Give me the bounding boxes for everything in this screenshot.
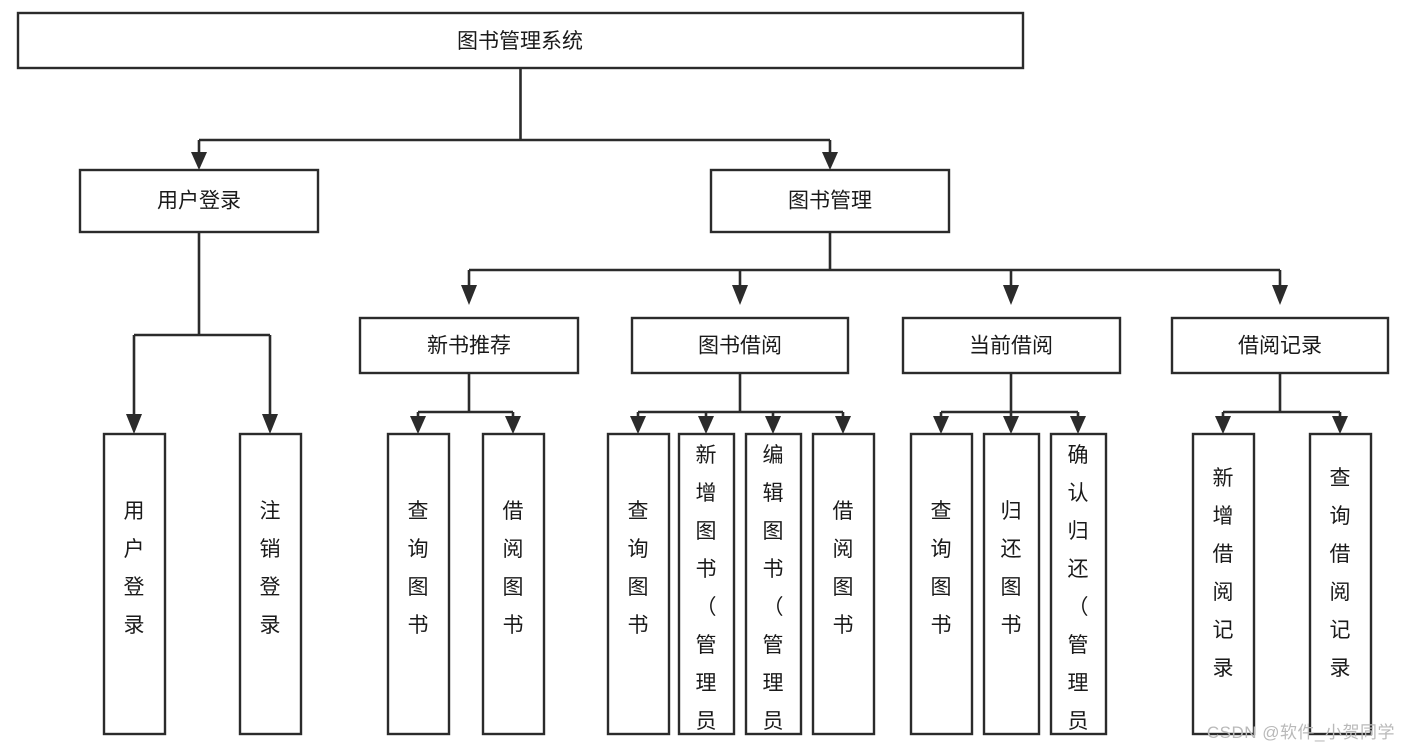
node-leaf-user-login-label: 用户登录 <box>124 500 145 637</box>
node-leaf-query-book-3-box[interactable] <box>909 432 974 736</box>
arrow-head-leaf-query-record <box>1332 416 1348 434</box>
node-new-book-recommend-label: 新书推荐 <box>427 335 511 358</box>
node-leaf-query-book-1[interactable]: 查询图书 <box>386 432 451 736</box>
node-leaf-user-logout[interactable]: 注销登录 <box>238 432 303 736</box>
node-leaf-confirm-return-label: 确认归还（管理员） <box>1068 444 1089 747</box>
node-leaf-add-book-box[interactable] <box>677 432 736 736</box>
node-leaf-confirm-return-box[interactable] <box>1049 432 1108 736</box>
node-leaf-edit-book[interactable]: 编辑图书（管理员） <box>744 432 803 747</box>
node-current-borrow-box[interactable] <box>901 316 1122 375</box>
node-user-login[interactable]: 用户登录 <box>78 168 320 234</box>
node-leaf-user-login-box[interactable] <box>102 432 167 736</box>
arrow-head-current-borrow <box>1003 285 1019 305</box>
arrow-head-leaf-user-logout <box>262 414 278 434</box>
node-leaf-query-record-label: 查询借阅记录 <box>1330 467 1351 680</box>
node-user-login-box[interactable] <box>78 168 320 234</box>
arrow-head-leaf-query-book-1 <box>410 416 426 434</box>
watermark-label: CSDN @软件_小贺同学 <box>1206 723 1395 742</box>
node-leaf-borrow-book-2-box[interactable] <box>811 432 876 736</box>
node-leaf-add-record-box[interactable] <box>1191 432 1256 736</box>
arrow-head-book-manage <box>822 152 838 170</box>
node-leaf-confirm-return[interactable]: 确认归还（管理员） <box>1049 432 1108 747</box>
node-leaf-query-book-2-box[interactable] <box>606 432 671 736</box>
node-leaf-query-book-2[interactable]: 查询图书 <box>606 432 671 736</box>
arrow-head-user-login <box>191 152 207 170</box>
arrow-head-new-book-recommend <box>461 285 477 305</box>
node-leaf-query-book-1-box[interactable] <box>386 432 451 736</box>
node-leaf-borrow-book-1-box[interactable] <box>481 432 546 736</box>
node-book-manage-box[interactable] <box>709 168 951 234</box>
arrow-head-leaf-query-book-3 <box>933 416 949 434</box>
node-leaf-add-record[interactable]: 新增借阅记录 <box>1191 432 1256 736</box>
node-book-manage-label: 图书管理 <box>788 190 872 213</box>
node-leaf-return-book-box[interactable] <box>982 432 1041 736</box>
node-leaf-borrow-book-2[interactable]: 借阅图书 <box>811 432 876 736</box>
node-leaf-query-book-3-label: 查询图书 <box>931 500 952 637</box>
node-leaf-add-book-label: 新增图书（管理员） <box>696 444 717 747</box>
node-leaf-user-logout-box[interactable] <box>238 432 303 736</box>
node-leaf-query-book-2-label: 查询图书 <box>628 500 649 637</box>
node-leaf-user-logout-label: 注销登录 <box>260 500 281 637</box>
node-leaf-edit-book-box[interactable] <box>744 432 803 736</box>
arrow-head-leaf-borrow-book-1 <box>505 416 521 434</box>
connector-layer <box>126 68 1348 434</box>
node-book-borrow-label: 图书借阅 <box>698 335 782 358</box>
arrow-head-leaf-borrow-book-2 <box>835 416 851 434</box>
node-leaf-query-book-3[interactable]: 查询图书 <box>909 432 974 736</box>
node-book-borrow[interactable]: 图书借阅 <box>630 316 850 375</box>
node-borrow-record-box[interactable] <box>1170 316 1390 375</box>
node-borrow-record-label: 借阅记录 <box>1238 335 1322 358</box>
node-new-book-recommend[interactable]: 新书推荐 <box>358 316 580 375</box>
node-leaf-return-book-label: 归还图书 <box>1001 500 1022 637</box>
arrow-head-leaf-confirm-return <box>1070 416 1086 434</box>
node-root-box[interactable] <box>16 11 1025 70</box>
node-current-borrow-label: 当前借阅 <box>969 335 1053 358</box>
node-root[interactable]: 图书管理系统 <box>16 11 1025 70</box>
node-leaf-add-book[interactable]: 新增图书（管理员） <box>677 432 736 747</box>
node-leaf-edit-book-label: 编辑图书（管理员） <box>763 444 784 747</box>
node-borrow-record[interactable]: 借阅记录 <box>1170 316 1390 375</box>
node-leaf-borrow-book-1-label: 借阅图书 <box>503 500 524 637</box>
node-leaf-return-book[interactable]: 归还图书 <box>982 432 1041 736</box>
arrow-head-leaf-return-book <box>1003 416 1019 434</box>
arrow-head-leaf-edit-book <box>765 416 781 434</box>
arrow-head-leaf-add-book <box>698 416 714 434</box>
node-leaf-user-login[interactable]: 用户登录 <box>102 432 167 736</box>
arrow-head-leaf-add-record <box>1215 416 1231 434</box>
arrow-head-book-borrow <box>732 285 748 305</box>
node-current-borrow[interactable]: 当前借阅 <box>901 316 1122 375</box>
node-leaf-query-book-1-label: 查询图书 <box>408 500 429 637</box>
node-leaf-borrow-book-2-label: 借阅图书 <box>833 500 854 637</box>
node-new-book-recommend-box[interactable] <box>358 316 580 375</box>
node-root-label: 图书管理系统 <box>457 30 583 53</box>
node-leaf-borrow-book-1[interactable]: 借阅图书 <box>481 432 546 736</box>
node-book-borrow-box[interactable] <box>630 316 850 375</box>
arrow-head-leaf-query-book-2 <box>630 416 646 434</box>
node-user-login-label: 用户登录 <box>157 190 241 213</box>
node-book-manage[interactable]: 图书管理 <box>709 168 951 234</box>
node-leaf-query-record-box[interactable] <box>1308 432 1373 736</box>
node-leaf-add-record-label: 新增借阅记录 <box>1213 467 1234 680</box>
arrow-head-borrow-record <box>1272 285 1288 305</box>
node-leaf-query-record[interactable]: 查询借阅记录 <box>1308 432 1373 736</box>
arrow-head-leaf-user-login <box>126 414 142 434</box>
